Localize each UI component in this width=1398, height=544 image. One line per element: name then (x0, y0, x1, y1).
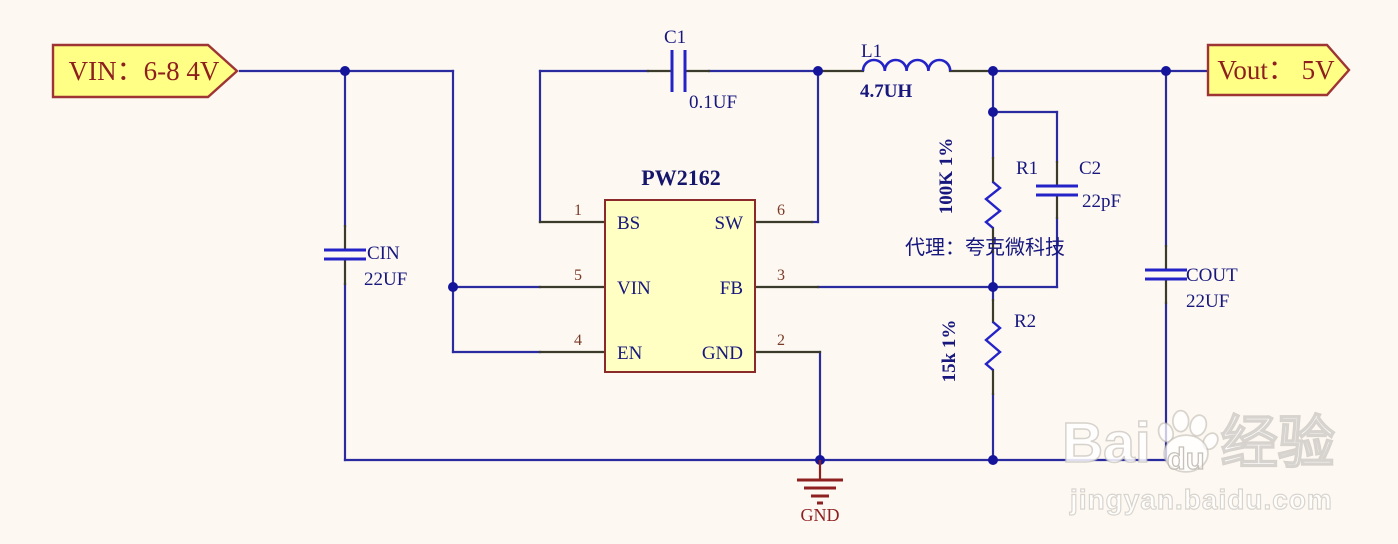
pin-3-number: 3 (777, 267, 785, 284)
pin-4-number: 4 (574, 332, 582, 349)
ic-pw2162: PW2162 1 5 4 6 3 2 BS VIN EN SW FB GND (574, 165, 785, 373)
capacitor-c2-symbol (1036, 184, 1078, 197)
pin-gnd-name: GND (702, 343, 743, 364)
pin-6-number: 6 (777, 202, 785, 219)
c1-value-label: 0.1UF (689, 92, 737, 113)
ic-title: PW2162 (641, 165, 720, 190)
vin-port-label: VIN：6-8 4V (69, 56, 220, 86)
pin-1-number: 1 (574, 202, 582, 219)
vin-banner-shape (51, 43, 239, 99)
pin-fb-name: FB (720, 278, 743, 299)
c2-ref-label: C2 (1079, 158, 1101, 179)
resistor-r1-symbol (984, 181, 1002, 229)
c2-value-label: 22pF (1082, 191, 1121, 212)
l1-ref-label: L1 (861, 41, 882, 62)
r1-rating-label: 100K 1% (936, 138, 957, 215)
capacitor-c1-symbol (670, 50, 687, 92)
capacitor-cin-symbol (324, 248, 366, 261)
cout-ref-label: COUT (1186, 265, 1238, 286)
ground-label: GND (801, 505, 840, 525)
vout-port-label: Vout： 5V (1217, 55, 1335, 85)
capacitor-cout-symbol (1145, 268, 1187, 281)
cout-value-label: 22UF (1186, 291, 1229, 312)
ground-symbol: GND (797, 460, 843, 525)
r1-ref-label: R1 (1016, 158, 1038, 179)
pin-leads (343, 69, 1168, 396)
agent-annotation: 代理：夸克微科技 (905, 236, 1065, 259)
pin-sw-name: SW (715, 213, 744, 234)
resistor-r2-symbol (984, 321, 1002, 371)
vout-banner-shape (1206, 43, 1351, 97)
ic-body (604, 199, 756, 373)
cin-value-label: 22UF (364, 269, 407, 290)
cin-ref-label: CIN (367, 243, 400, 264)
c1-ref-label: C1 (664, 27, 686, 48)
pin-5-number: 5 (574, 267, 582, 284)
pin-vin-name: VIN (617, 278, 651, 299)
inductor-l1-symbol (861, 58, 952, 72)
l1-value-label: 4.7UH (860, 81, 912, 102)
vin-port: VIN：6-8 4V (51, 43, 239, 99)
vout-port: Vout： 5V (1206, 43, 1351, 97)
pin-2-number: 2 (777, 332, 785, 349)
pin-en-name: EN (617, 343, 643, 364)
pin-bs-name: BS (617, 213, 640, 234)
r2-ref-label: R2 (1014, 311, 1036, 332)
r2-rating-label: 15k 1% (939, 320, 960, 383)
